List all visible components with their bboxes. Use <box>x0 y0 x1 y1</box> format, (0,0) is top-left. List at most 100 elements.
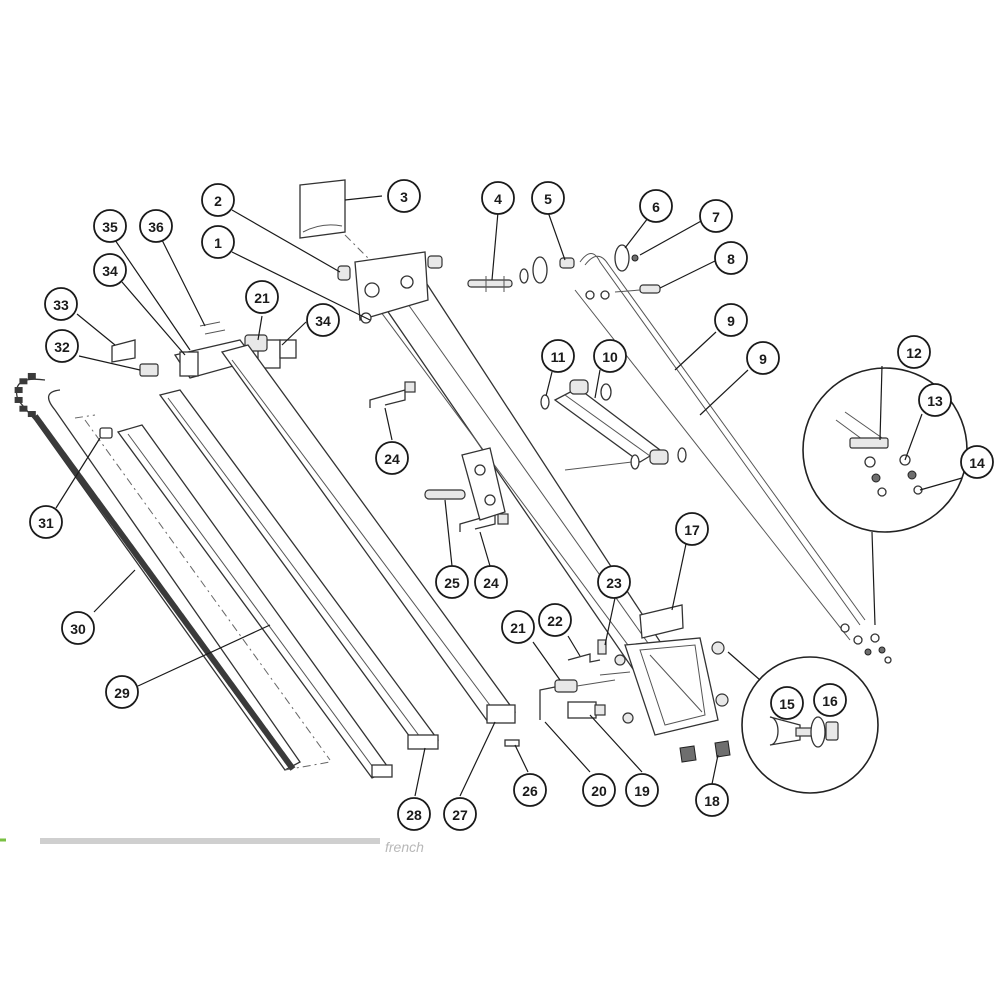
callout-circle <box>582 773 616 807</box>
chain-link <box>239 697 251 710</box>
callout-number: 29 <box>114 685 130 701</box>
callout-number: 19 <box>634 783 650 799</box>
chain-link <box>144 567 156 580</box>
callout-number: 7 <box>712 209 720 225</box>
callout-number: 13 <box>927 393 943 409</box>
callout-number: 8 <box>727 251 735 267</box>
chain-link <box>155 582 167 595</box>
callout-number: 36 <box>148 219 164 235</box>
callout-circle <box>597 565 631 599</box>
callout-circle <box>45 329 79 363</box>
callout-c2: 2 <box>201 183 235 217</box>
callout-c15: 15 <box>770 686 804 720</box>
chain-link <box>88 490 100 503</box>
callout-c19: 19 <box>625 773 659 807</box>
chain-link <box>167 598 178 610</box>
callout-number: 6 <box>652 199 660 215</box>
chain-link <box>60 452 72 465</box>
chain-link <box>14 387 23 394</box>
callout-c8: 8 <box>714 241 748 275</box>
chain-link <box>122 536 133 549</box>
callout-circle <box>375 441 409 475</box>
chain-link <box>279 751 290 764</box>
chain-link <box>161 590 173 603</box>
callout-circle <box>93 209 127 243</box>
callout-circle <box>897 335 931 369</box>
chain-link <box>55 444 66 457</box>
callout-circle <box>93 253 127 287</box>
main-boom <box>337 251 674 673</box>
outer-rail <box>220 344 517 724</box>
chain-link <box>273 743 285 756</box>
callout-number: 34 <box>102 263 118 279</box>
chain-link <box>245 705 257 718</box>
callout-number: 1 <box>214 235 222 251</box>
inner-rail <box>158 389 440 750</box>
callout-c21b: 21 <box>501 610 535 644</box>
callout-c33: 33 <box>44 287 78 321</box>
chain-link <box>43 429 55 442</box>
callout-number: 25 <box>444 575 460 591</box>
chain-link <box>183 621 195 633</box>
callout-circle <box>714 241 748 275</box>
callout-circle <box>714 303 748 337</box>
chain-link <box>19 405 28 412</box>
callout-circle <box>201 225 235 259</box>
chain-link <box>172 605 184 618</box>
callout-c23: 23 <box>597 565 631 599</box>
hydraulic-cylinder <box>553 379 687 471</box>
chain-link <box>38 421 49 434</box>
chain-link <box>267 736 279 748</box>
callout-c10: 10 <box>593 339 627 373</box>
chain-link <box>94 498 105 511</box>
callout-number: 2 <box>214 193 222 209</box>
chain-link <box>77 475 89 488</box>
sleeve <box>639 284 661 294</box>
callout-c1: 1 <box>201 225 235 259</box>
chain-link <box>256 720 268 733</box>
callout-c18: 18 <box>695 783 729 817</box>
callout-number: 26 <box>522 783 538 799</box>
callout-circle <box>918 383 952 417</box>
callout-c34a: 34 <box>93 253 127 287</box>
chain-link <box>27 372 36 379</box>
callout-c22: 22 <box>538 603 572 637</box>
callout-c12: 12 <box>897 335 931 369</box>
callout-c24b: 24 <box>474 565 508 599</box>
callout-c16: 16 <box>813 683 847 717</box>
callout-c20: 20 <box>582 773 616 807</box>
callout-circle <box>29 505 63 539</box>
callout-number: 23 <box>606 575 622 591</box>
chain-link <box>111 521 122 534</box>
callout-number: 5 <box>544 191 552 207</box>
callout-number: 17 <box>684 522 700 538</box>
callout-c21a: 21 <box>245 280 279 314</box>
callout-number: 11 <box>551 349 566 365</box>
callout-c3: 3 <box>387 179 421 213</box>
callout-circle <box>501 610 535 644</box>
pin <box>467 276 513 292</box>
chain-link <box>206 651 217 664</box>
callout-circle <box>139 209 173 243</box>
detail-view-roller <box>727 651 879 794</box>
callout-c30: 30 <box>61 611 95 645</box>
callout-number: 24 <box>384 451 400 467</box>
callout-c28: 28 <box>397 797 431 831</box>
chain-link <box>139 559 150 572</box>
drag-chain-links <box>14 372 296 771</box>
callout-number: 21 <box>254 290 270 306</box>
chain-link <box>133 552 145 564</box>
callout-number: 33 <box>53 297 69 313</box>
washer-nut <box>614 244 639 272</box>
callout-c35: 35 <box>93 209 127 243</box>
slide-bar <box>116 424 393 779</box>
callout-c11: 11 <box>541 339 575 373</box>
cable-end-hardware <box>840 623 892 664</box>
chain-link <box>228 682 240 695</box>
callout-number: 20 <box>591 783 607 799</box>
callout-circle <box>443 797 477 831</box>
callout-number: 30 <box>70 621 86 637</box>
callout-c5: 5 <box>531 181 565 215</box>
chain-link <box>14 396 23 403</box>
